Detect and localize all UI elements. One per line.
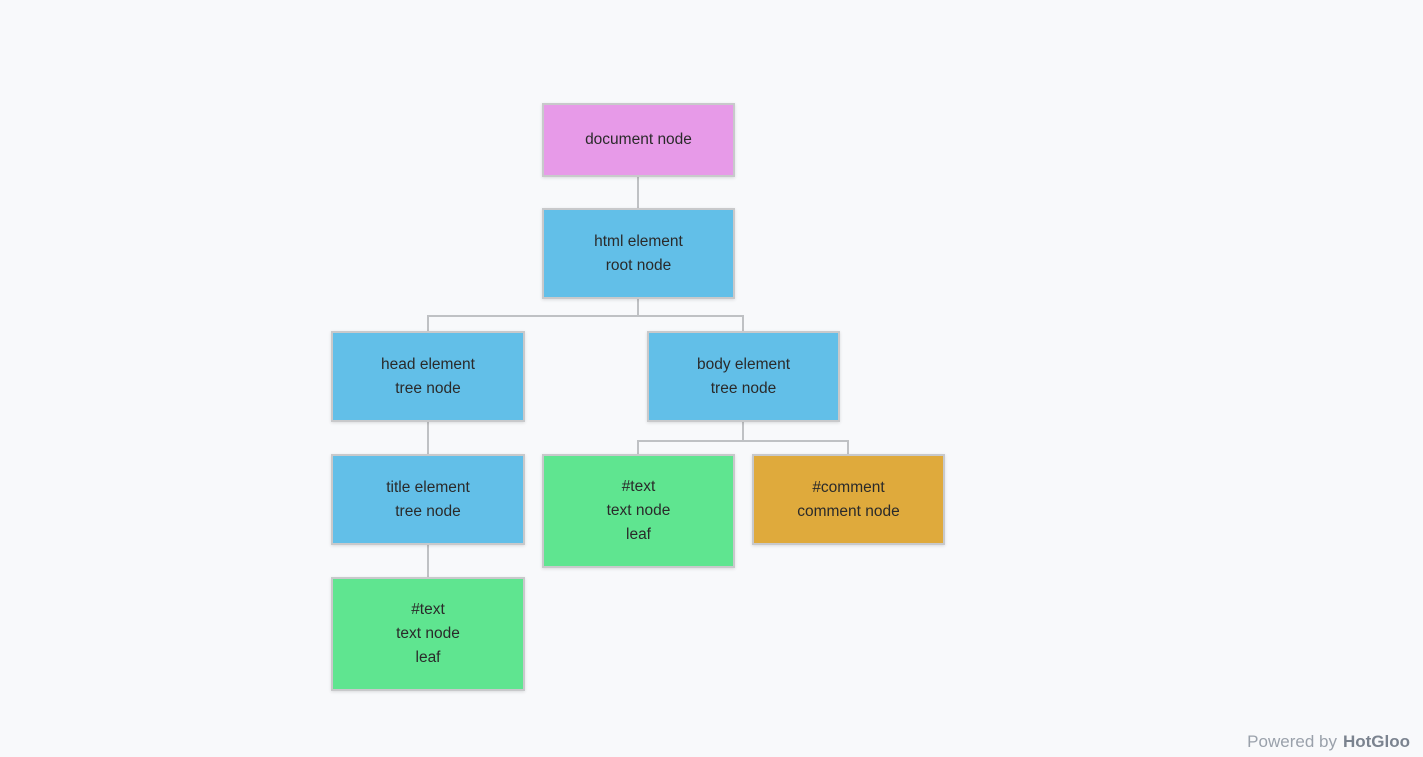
- node-label-line: comment node: [797, 502, 900, 520]
- connector-line: [637, 298, 639, 316]
- tree-node-title[interactable]: title element tree node: [331, 454, 525, 545]
- tree-node-html[interactable]: html element root node: [542, 208, 735, 299]
- node-label-line: head element: [381, 355, 475, 373]
- connector-line: [742, 421, 744, 442]
- powered-by-label: Powered by: [1247, 732, 1337, 751]
- connector-line: [427, 315, 744, 317]
- tree-node-body-comment[interactable]: #comment comment node: [752, 454, 945, 545]
- tree-node-body-text[interactable]: #text text node leaf: [542, 454, 735, 568]
- node-label-line: leaf: [626, 526, 651, 543]
- node-label-line: root node: [605, 256, 672, 274]
- node-label-line: text node: [396, 625, 460, 642]
- tree-node-head-text[interactable]: #text text node leaf: [331, 577, 525, 691]
- hotgloo-brand-link[interactable]: HotGloo: [1342, 732, 1410, 751]
- connector-line: [847, 440, 849, 455]
- connector-line: [427, 544, 429, 578]
- tree-node-document[interactable]: document node: [542, 103, 735, 177]
- connector-line: [637, 440, 849, 442]
- connector-line: [742, 315, 744, 332]
- node-label-line: title element: [386, 478, 470, 496]
- node-label-line: tree node: [710, 379, 777, 397]
- node-label-line: #comment: [812, 478, 885, 496]
- node-label-line: leaf: [415, 649, 441, 666]
- node-label-line: #text: [411, 601, 445, 618]
- connector-line: [427, 315, 429, 332]
- connector-line: [637, 440, 639, 455]
- footer: Powered by HotGloo: [1247, 732, 1410, 752]
- node-label-line: html element: [594, 232, 683, 250]
- node-label-line: #text: [621, 478, 656, 495]
- connector-line: [427, 421, 429, 455]
- connector-line: [637, 177, 639, 208]
- node-label-line: tree node: [395, 379, 461, 397]
- node-label-line: text node: [606, 502, 671, 519]
- node-label-line: document node: [585, 131, 692, 148]
- node-label-line: tree node: [395, 502, 461, 520]
- tree-node-body[interactable]: body element tree node: [647, 331, 840, 422]
- tree-node-head[interactable]: head element tree node: [331, 331, 525, 422]
- node-label-line: body element: [696, 355, 791, 373]
